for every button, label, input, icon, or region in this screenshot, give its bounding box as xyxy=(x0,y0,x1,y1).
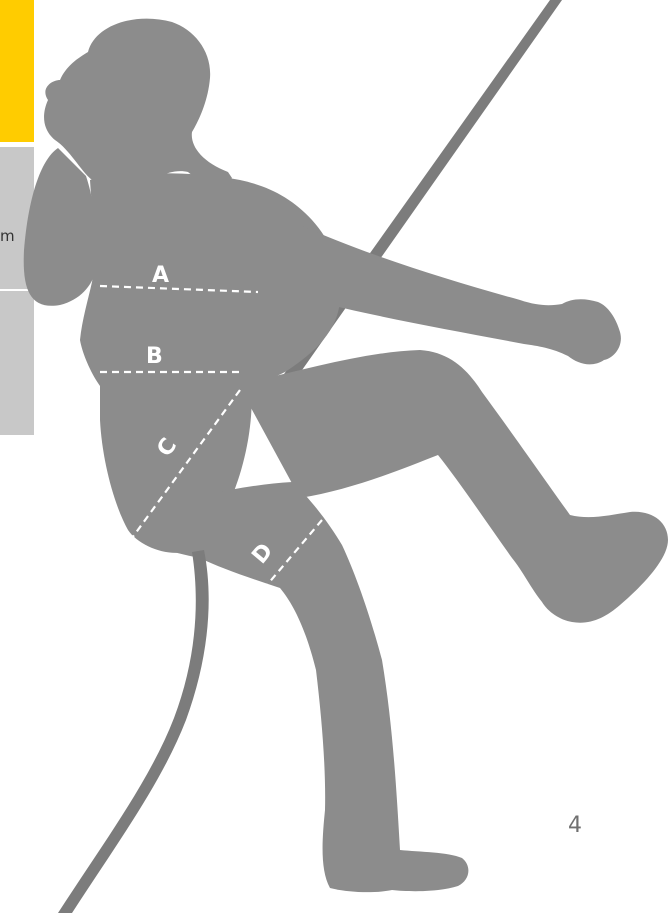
climber-silhouette xyxy=(24,19,668,893)
rope-lower xyxy=(58,550,209,913)
page-number: 4 xyxy=(568,815,582,837)
label-b: B xyxy=(146,344,163,369)
label-a: A xyxy=(152,263,169,288)
